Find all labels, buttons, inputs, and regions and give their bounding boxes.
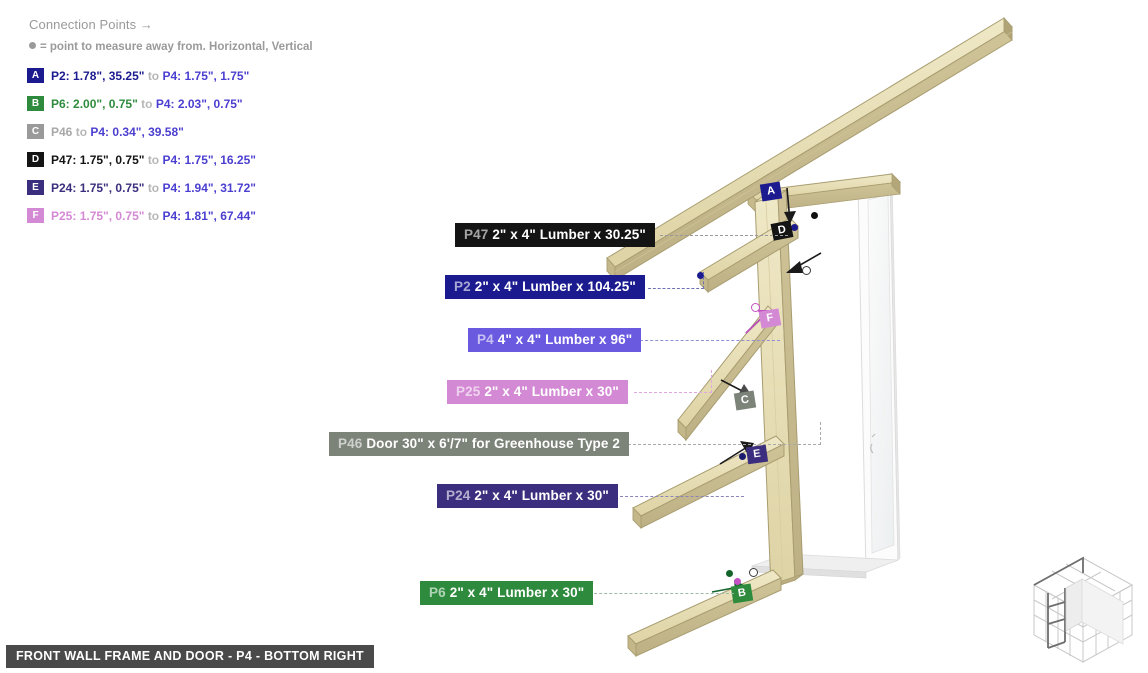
- callout-part-id-p2: P2: [454, 279, 471, 294]
- callout-text-p24: 2" x 4" Lumber x 30": [474, 488, 609, 503]
- cp-from-id-b: P6:: [51, 97, 70, 111]
- leader-P25-v: [711, 370, 712, 393]
- callout-part-id-p24: P24: [446, 488, 471, 503]
- leader-P4: [640, 340, 780, 341]
- cp-target-values-d: 1.75", 16.25": [184, 153, 256, 167]
- connection-point-row-f[interactable]: F P25: 1.75", 0.75" to P4: 1.81", 67.44": [27, 208, 256, 223]
- connection-point-row-c[interactable]: C P46 to P4: 0.34", 39.58": [27, 124, 184, 139]
- cp-target-id-d: P4:: [162, 153, 182, 167]
- cp-from-id-e: P24:: [51, 181, 77, 195]
- legend-title: Connection Points →: [29, 17, 154, 32]
- callout-part-id-p47: P47: [464, 227, 489, 242]
- page-title-bar: FRONT WALL FRAME AND DOOR - P4 - BOTTOM …: [6, 645, 374, 668]
- point-dot-A: [791, 224, 798, 231]
- cp-target-values-b: 2.03", 0.75": [177, 97, 243, 111]
- callout-text-p6: 2" x 4" Lumber x 30": [449, 585, 585, 600]
- cp-from-values-e: 1.75", 0.75": [79, 181, 145, 195]
- marker-flag-F[interactable]: F: [758, 308, 782, 329]
- point-dot-E: [739, 453, 746, 460]
- cp-from-id-f: P25:: [51, 209, 77, 223]
- connection-point-row-a[interactable]: A P2: 1.78", 35.25" to P4: 1.75", 1.75": [27, 68, 249, 83]
- connection-badge-c: C: [27, 124, 44, 139]
- cp-target-id-b: P4:: [155, 97, 175, 111]
- cp-to-word-e: to: [147, 181, 160, 195]
- cp-from-id-a: P2:: [51, 69, 70, 83]
- cp-target-values-c: 0.34", 39.58": [112, 125, 184, 139]
- greenhouse-overview-thumbnail[interactable]: [1022, 552, 1144, 670]
- cp-target-id-f: P4:: [162, 209, 182, 223]
- leader-P2-h: [648, 288, 704, 289]
- connection-badge-f: F: [27, 208, 44, 223]
- cp-from-id-c: P46: [51, 125, 73, 139]
- point-dot-P2-end: [697, 272, 704, 279]
- cp-target-values-f: 1.81", 67.44": [184, 209, 256, 223]
- connection-point-row-e[interactable]: E P24: 1.75", 0.75" to P4: 1.94", 31.72": [27, 180, 256, 195]
- leader-P25-h: [634, 392, 712, 393]
- isometric-model: A D F C E B: [600, 0, 1060, 660]
- lumber-P6: [627, 569, 782, 658]
- lumber-P2: [606, 16, 1013, 282]
- cp-to-word-f: to: [147, 209, 160, 223]
- callout-part-id-p6: P6: [429, 585, 446, 600]
- legend-subtitle-text: = point to measure away from. Horizontal…: [40, 41, 313, 53]
- marker-flag-C[interactable]: C: [733, 390, 757, 411]
- marker-flag-B[interactable]: B: [730, 583, 754, 604]
- highlighted-front-wall: [1033, 556, 1084, 649]
- cp-to-word-a: to: [147, 69, 160, 83]
- cp-to-word-d: to: [147, 153, 160, 167]
- point-dot-B1: [726, 570, 733, 577]
- cp-target-id-a: P4:: [162, 69, 182, 83]
- cp-from-values-f: 1.75", 0.75": [79, 209, 145, 223]
- callout-part-id-p4: P4: [477, 332, 494, 347]
- connection-point-row-d[interactable]: D P47: 1.75", 0.75" to P4: 1.75", 16.25": [27, 152, 256, 167]
- cp-target-values-a: 1.75", 1.75": [184, 69, 250, 83]
- marker-flag-E[interactable]: E: [745, 444, 769, 465]
- cp-target-id-e: P4:: [162, 181, 182, 195]
- leader-P47: [660, 235, 788, 236]
- cp-to-word-b: to: [141, 97, 153, 111]
- leader-P6: [594, 593, 734, 594]
- door-panel: [751, 172, 901, 579]
- marker-flag-A[interactable]: A: [759, 181, 783, 202]
- point-ring-F: [751, 303, 760, 312]
- point-ring-D: [802, 266, 811, 275]
- leader-P24: [620, 496, 744, 497]
- cp-from-values-b: 2.00", 0.75": [73, 97, 138, 111]
- leader-P46-h: [628, 444, 821, 445]
- cp-from-values-a: 1.78", 35.25": [73, 69, 145, 83]
- callout-text-p47: 2" x 4" Lumber x 30.25": [492, 227, 646, 242]
- cp-from-values-d: 1.75", 0.75": [79, 153, 145, 167]
- measure-origin-dot-icon: [29, 42, 36, 49]
- cp-target-id-c: P4:: [90, 125, 110, 139]
- point-dot-B2: [734, 578, 741, 585]
- connection-point-row-b[interactable]: B P6: 2.00", 0.75" to P4: 2.03", 0.75": [27, 96, 243, 111]
- connection-badge-b: B: [27, 96, 44, 111]
- connection-badge-a: A: [27, 68, 44, 83]
- connection-badge-d: D: [27, 152, 44, 167]
- callout-text-p2: 2" x 4" Lumber x 104.25": [474, 279, 636, 294]
- leader-P46-v: [820, 422, 821, 445]
- connection-badge-e: E: [27, 180, 44, 195]
- callout-text-p4: 4" x 4" Lumber x 96": [497, 332, 633, 347]
- cp-target-values-e: 1.94", 31.72": [184, 181, 256, 195]
- callout-part-id-p46: P46: [338, 436, 363, 451]
- cp-from-id-d: P47:: [51, 153, 77, 167]
- point-dot-A2: [811, 212, 818, 219]
- callout-text-p25: 2" x 4" Lumber x 30": [484, 384, 619, 399]
- callout-text-p46: Door 30" x 6'/7" for Greenhouse Type 2: [366, 436, 620, 451]
- thumbnail-svg: [1032, 556, 1134, 663]
- point-ring-B: [749, 568, 758, 577]
- model-svg: [606, 16, 1013, 658]
- cp-to-word-c: to: [75, 125, 88, 139]
- leader-P2-v: [703, 272, 704, 289]
- callout-part-id-p25: P25: [456, 384, 481, 399]
- legend-subtitle: = point to measure away from. Horizontal…: [29, 41, 313, 53]
